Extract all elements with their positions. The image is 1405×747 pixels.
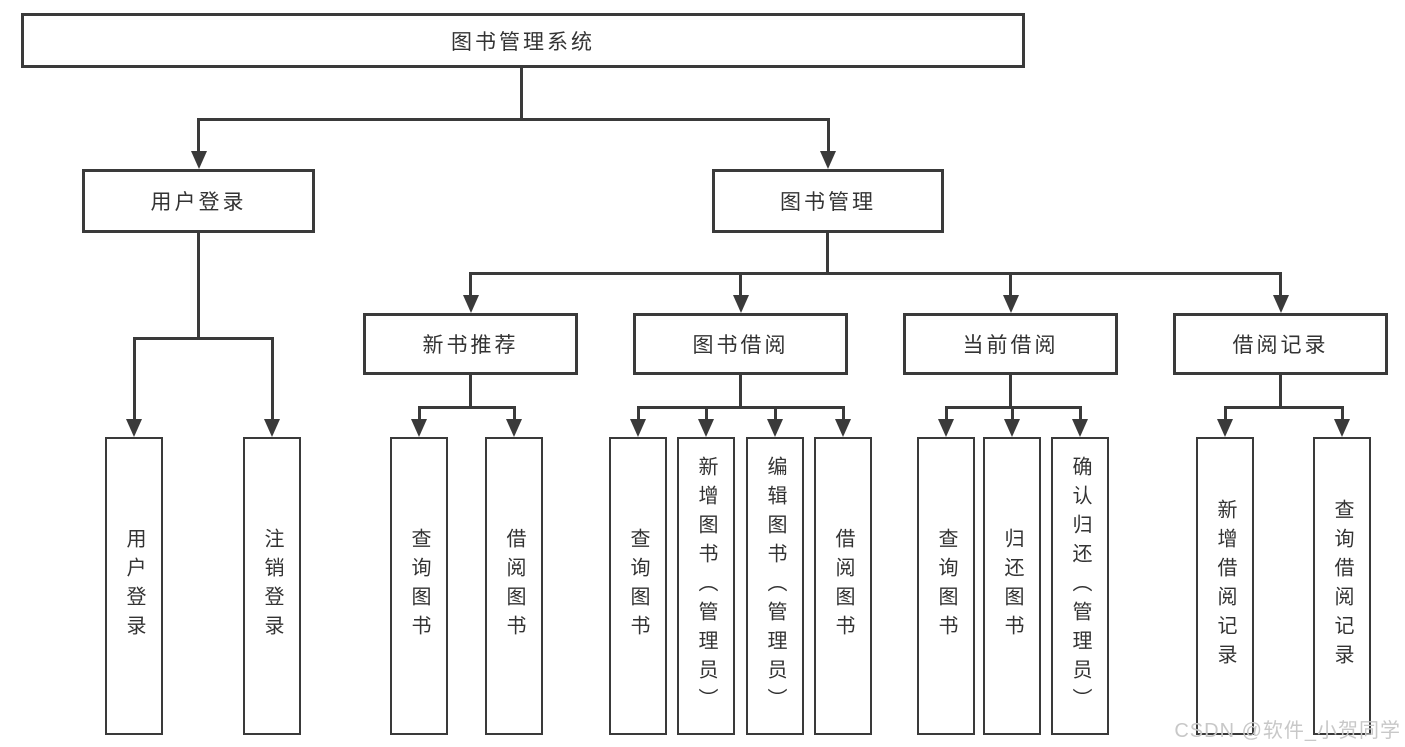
connector-vline-to-leaf-user-login (132, 337, 136, 422)
arrowhead-down-icon (1334, 419, 1350, 437)
leaf-borrow-books: 借阅图书 (814, 437, 872, 735)
connector-hline-book-management-split (468, 272, 1282, 275)
arrowhead-down-icon (698, 419, 714, 437)
node-book-management: 图书管理 (712, 169, 944, 233)
connector-vline-root-drop (520, 68, 523, 120)
connector-vline-stem (773, 406, 777, 422)
connector-vline-book-borrow-drop (739, 375, 742, 408)
connector-vline-stem (944, 406, 948, 422)
connector-hline-user-login-split (132, 337, 274, 340)
node-root-book-management-system: 图书管理系统 (21, 13, 1025, 68)
connector-vline-stem (1340, 406, 1344, 422)
connector-vline-stem (512, 406, 516, 422)
leaf-add-borrow-record: 新增借阅记录 (1196, 437, 1254, 735)
leaf-user-login: 用户登录 (105, 437, 163, 735)
arrowhead-down-icon (126, 419, 142, 437)
connector-vline-current-borrow-drop (1009, 375, 1012, 408)
arrowhead-down-icon (767, 419, 783, 437)
connector-vline-to-book-management (826, 118, 830, 155)
connector-vline-stem (704, 406, 708, 422)
connector-hline-new-book-split (417, 406, 516, 409)
connector-vline-stem (841, 406, 845, 422)
connector-vline-stem (417, 406, 421, 422)
connector-vline-to-user-login (197, 118, 200, 155)
arrowhead-down-icon (820, 151, 836, 169)
connector-hline-root-split (197, 118, 829, 121)
connector-vline-stem (636, 406, 640, 422)
connector-vline-stem (1010, 406, 1014, 422)
connector-vline-user-login-drop (197, 232, 200, 339)
arrowhead-down-icon (938, 419, 954, 437)
node-new-book-recommend: 新书推荐 (363, 313, 578, 375)
leaf-query-borrow-record: 查询借阅记录 (1313, 437, 1371, 735)
connector-hline-borrow-records-split (1223, 406, 1344, 409)
arrowhead-down-icon (835, 419, 851, 437)
connector-vline-stem (1223, 406, 1227, 422)
connector-vline-book-management-drop (825, 232, 829, 274)
arrowhead-down-icon (1072, 419, 1088, 437)
node-user-login: 用户登录 (82, 169, 315, 233)
arrowhead-down-icon (264, 419, 280, 437)
connector-hline-book-borrow-split (636, 406, 845, 409)
arrowhead-down-icon (462, 295, 479, 313)
arrowhead-down-icon (1004, 419, 1020, 437)
leaf-add-book-admin: 新增图书（管理员） (677, 437, 735, 735)
connector-vline-new-book-drop (468, 375, 472, 408)
node-book-borrow: 图书借阅 (633, 313, 848, 375)
connector-vline-borrow-records-drop (1279, 375, 1282, 408)
leaf-confirm-return-admin: 确认归还（管理员） (1051, 437, 1109, 735)
connector-vline-to-new-book (468, 272, 472, 298)
arrowhead-down-icon (1272, 295, 1289, 313)
connector-vline-to-current-borrow (1009, 272, 1012, 298)
arrowhead-down-icon (190, 151, 207, 169)
arrowhead-down-icon (732, 295, 749, 313)
leaf-return-book: 归还图书 (983, 437, 1041, 735)
csdn-watermark: CSDN @软件_小贺同学 (1174, 720, 1401, 742)
leaf-query-books-recommend: 查询图书 (390, 437, 448, 735)
connector-vline-to-book-borrow (739, 272, 742, 298)
arrowhead-down-icon (1217, 419, 1233, 437)
leaf-logout: 注销登录 (243, 437, 301, 735)
leaf-edit-book-admin: 编辑图书（管理员） (746, 437, 804, 735)
arrowhead-down-icon (506, 419, 522, 437)
node-current-borrow: 当前借阅 (903, 313, 1118, 375)
connector-vline-to-borrow-records (1279, 272, 1282, 298)
connector-vline-stem (1078, 406, 1082, 422)
connector-vline-to-leaf-logout (270, 337, 274, 422)
leaf-query-books-borrow: 查询图书 (609, 437, 667, 735)
leaf-query-books-current: 查询图书 (917, 437, 975, 735)
arrowhead-down-icon (630, 419, 646, 437)
leaf-borrow-books-recommend: 借阅图书 (485, 437, 543, 735)
arrowhead-down-icon (411, 419, 427, 437)
arrowhead-down-icon (1002, 295, 1019, 313)
node-borrow-records: 借阅记录 (1173, 313, 1388, 375)
